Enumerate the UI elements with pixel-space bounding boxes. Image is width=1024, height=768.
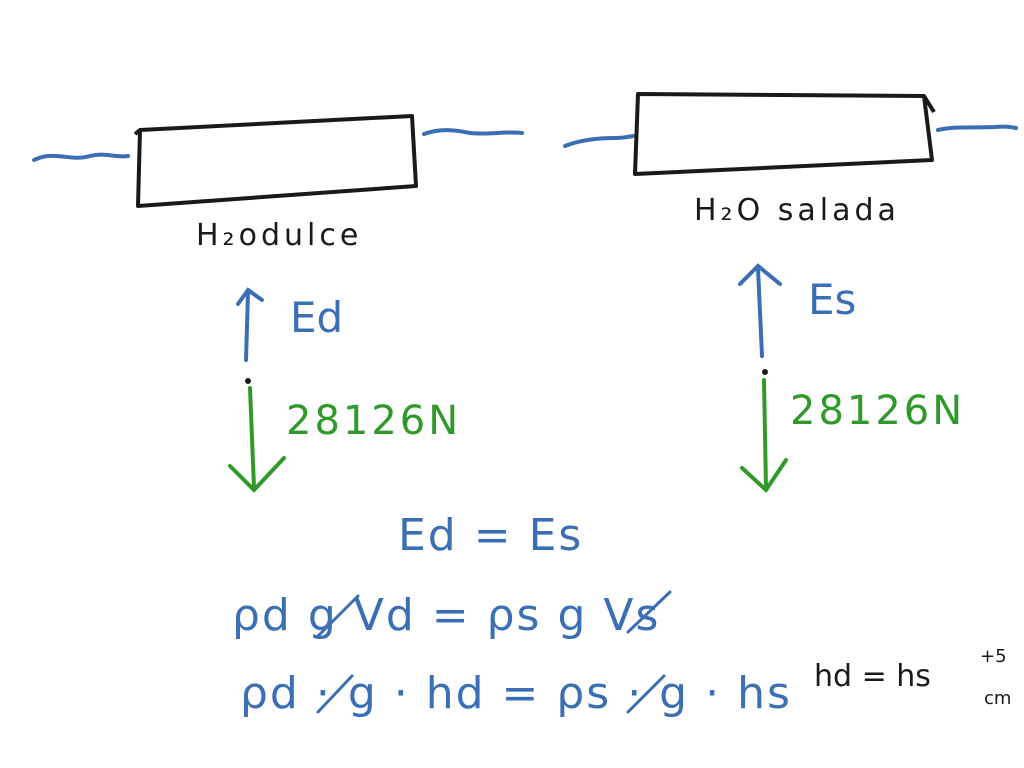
- water-surface-left: [32, 128, 524, 162]
- equation-2: ρd g Vd = ρs g Vs: [232, 590, 660, 641]
- equation-3: ρd · g · hd = ρs · g · hs: [240, 668, 792, 719]
- label-salt-water: H₂O salada: [694, 193, 900, 228]
- label-buoyancy-salt: Es: [808, 275, 856, 324]
- arrow-down-icon: [740, 378, 788, 494]
- block-salt-water: [633, 92, 936, 176]
- label-fresh-water: H₂odulce: [196, 218, 362, 253]
- side-note-unit: cm: [984, 688, 1011, 709]
- block-fresh-water: [133, 114, 418, 208]
- label-weight-right: 28126N: [790, 388, 965, 434]
- arrow-up-icon: [738, 263, 782, 358]
- point-of-application: [762, 369, 768, 375]
- arrow-up-icon: [236, 287, 264, 362]
- point-of-application: [245, 378, 251, 384]
- side-note-offset: +5: [980, 646, 1007, 667]
- arrow-down-icon: [228, 386, 286, 493]
- water-surface-right: [563, 124, 1018, 148]
- cancel-strokes: [316, 590, 672, 714]
- label-weight-left: 28126N: [286, 398, 461, 444]
- equation-1: Ed = Es: [398, 510, 583, 561]
- side-note-equation: hd = hs: [814, 659, 931, 694]
- label-buoyancy-fresh: Ed: [290, 293, 343, 342]
